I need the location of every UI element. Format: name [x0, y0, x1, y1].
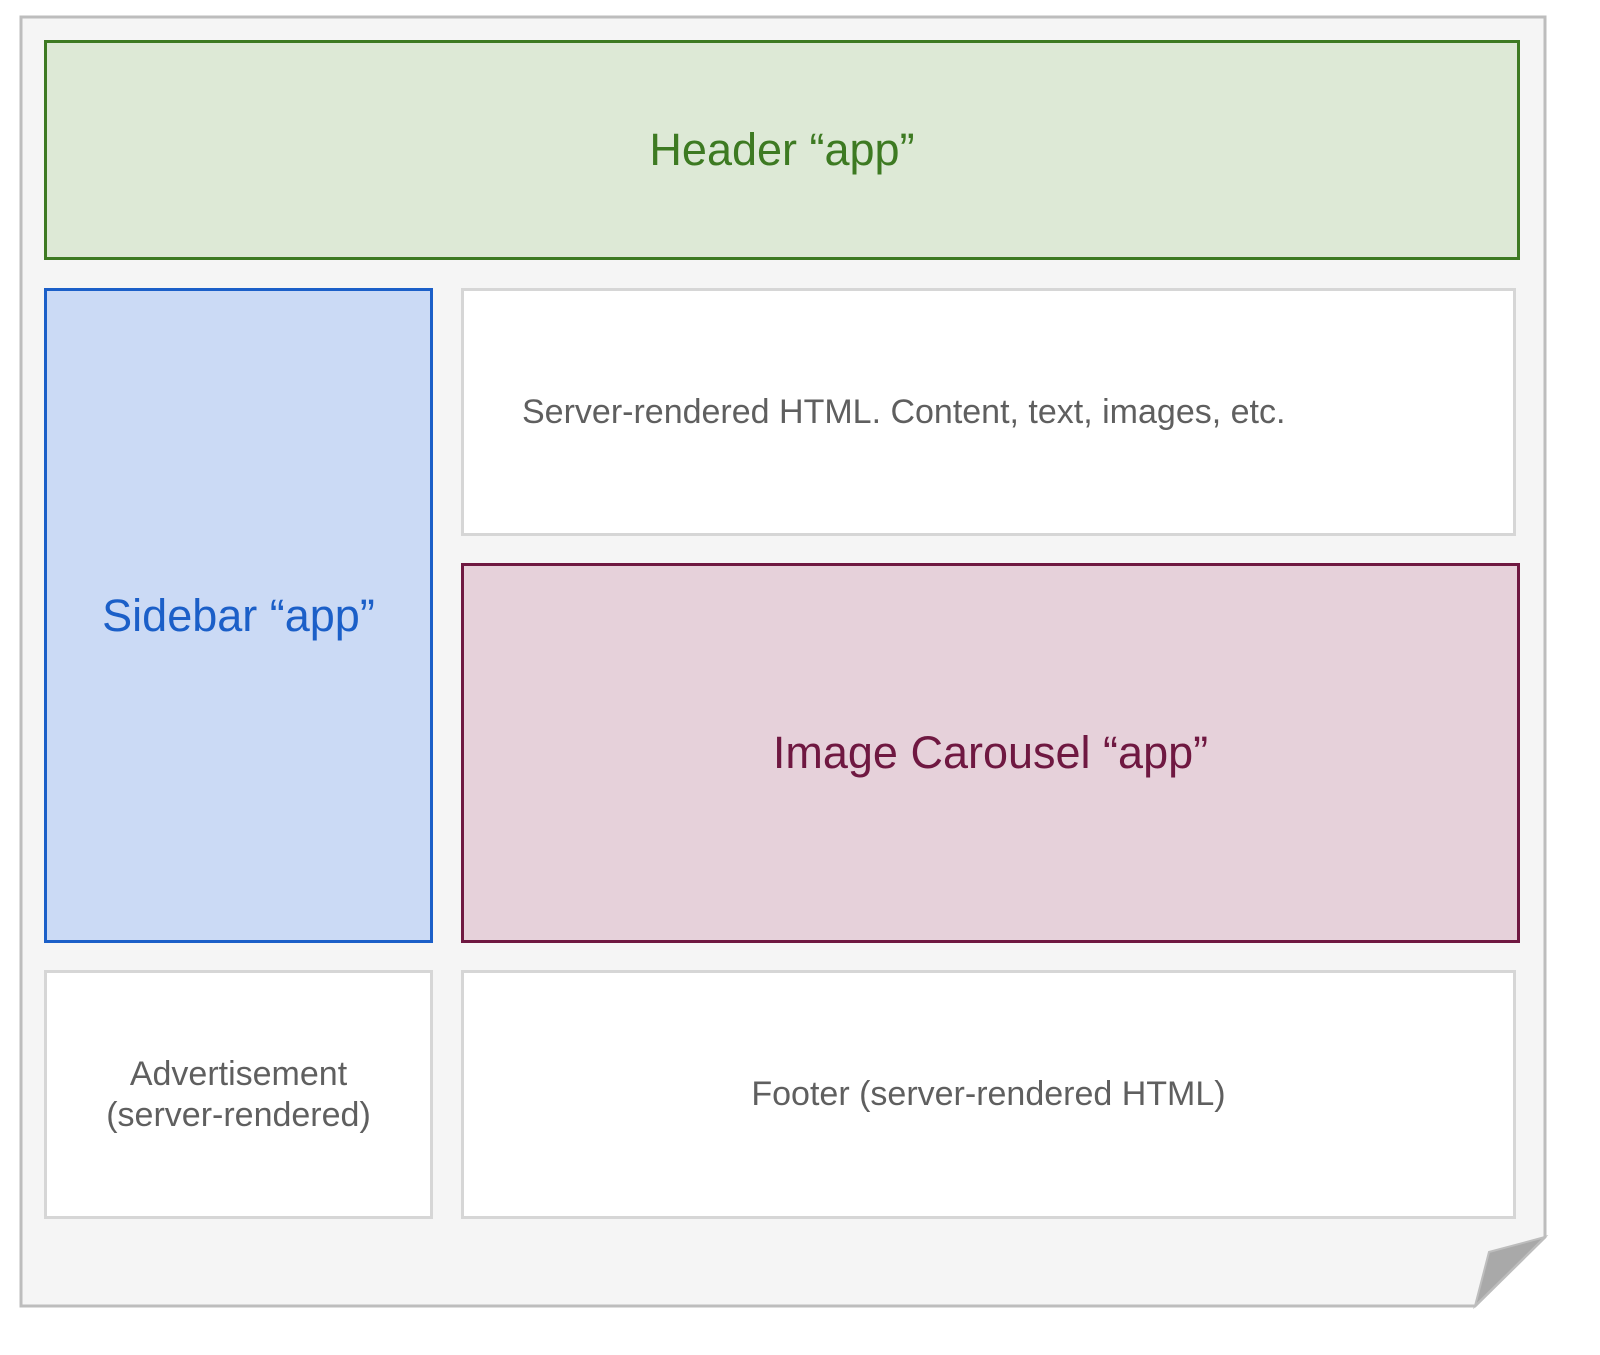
sidebar-app-label: Sidebar “app”: [102, 589, 375, 641]
header-app-box: Header “app”: [44, 40, 1520, 260]
footer-box: Footer (server-rendered HTML): [461, 970, 1516, 1219]
server-rendered-content-label: Server-rendered HTML. Content, text, ima…: [522, 392, 1286, 431]
server-rendered-content-box: Server-rendered HTML. Content, text, ima…: [461, 288, 1516, 536]
sidebar-app-box: Sidebar “app”: [44, 288, 433, 943]
image-carousel-app-box: Image Carousel “app”: [461, 563, 1520, 943]
advertisement-label: Advertisement: [129, 1054, 348, 1093]
folded-corner-icon: [1473, 1235, 1549, 1310]
header-app-label: Header “app”: [649, 124, 915, 175]
footer-label: Footer (server-rendered HTML): [751, 1075, 1226, 1114]
advertisement-box: Advertisement (server-rendered): [44, 970, 433, 1219]
image-carousel-app-label: Image Carousel “app”: [772, 727, 1209, 778]
advertisement-sublabel: (server-rendered): [106, 1095, 371, 1134]
